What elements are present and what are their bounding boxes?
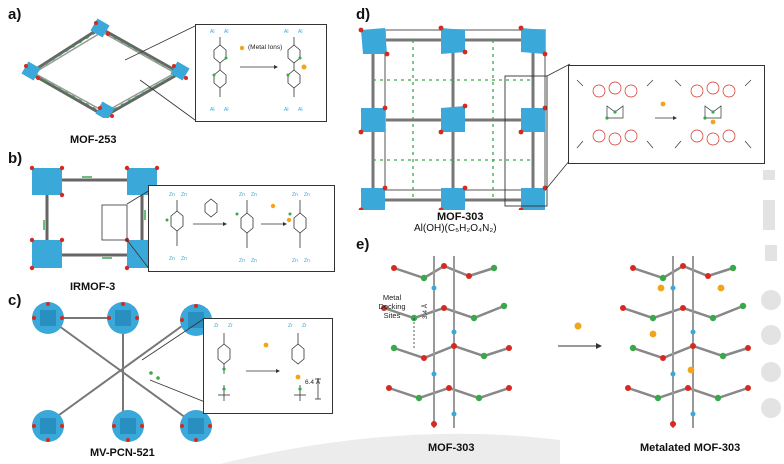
svg-text:Zr: Zr (214, 323, 219, 329)
panel-b-letter: b) (8, 150, 23, 167)
svg-text:Zn: Zn (181, 256, 187, 262)
svg-text:Zr: Zr (302, 323, 307, 329)
mof-253-structure (21, 18, 190, 118)
mof-303-framework (358, 25, 548, 210)
panel-a-caption: MOF-253 (70, 134, 117, 146)
svg-text:Al: Al (298, 107, 302, 113)
panel-c-distance: 6.4 Å (305, 379, 321, 386)
panel-c-inset (203, 318, 333, 414)
svg-text:Zn: Zn (181, 192, 187, 198)
panel-c-letter: c) (8, 292, 22, 309)
metalated-mof-303-chain (620, 256, 751, 428)
mv-pcn-521-structure (32, 302, 212, 442)
panel-d-zoom-lines (546, 63, 571, 189)
panel-a-metal-label: (Metal Ions) (248, 44, 283, 51)
svg-text:Zn: Zn (304, 192, 310, 198)
svg-text:Zr: Zr (228, 323, 233, 329)
svg-text:Al: Al (210, 29, 214, 35)
panel-d-reaction-scheme (576, 79, 752, 149)
panel-e-caption-right: Metalated MOF-303 (640, 442, 741, 454)
svg-text:Zn: Zn (169, 256, 175, 262)
svg-text:Zn: Zn (251, 192, 257, 198)
svg-text:Zn: Zn (304, 258, 310, 264)
svg-text:Zn: Zn (169, 192, 175, 198)
panel-e-letter: e) (356, 236, 370, 253)
svg-text:Al: Al (284, 107, 288, 113)
panel-d-formula: Al(OH)(C₅H₂O₄N₂) (414, 223, 497, 234)
docking-sites-label: Metal Docking Sites (378, 293, 406, 320)
svg-text:Zn: Zn (292, 192, 298, 198)
panel-d-letter: d) (356, 6, 371, 23)
panel-a-zoom-lines (124, 25, 196, 121)
svg-text:Al: Al (284, 29, 288, 35)
metalation-arrow (558, 322, 602, 349)
mof-303-chain (381, 256, 512, 428)
svg-text:Zn: Zn (251, 258, 257, 264)
panel-b-zoom-lines (126, 189, 151, 271)
svg-text:Al: Al (210, 107, 214, 113)
svg-text:Zn: Zn (239, 258, 245, 264)
panel-a-letter: a) (8, 6, 22, 23)
panel-c-caption: MV-PCN-521 (90, 447, 155, 459)
panel-c-zoom-lines (141, 317, 206, 403)
svg-text:Al: Al (298, 29, 302, 35)
panel-d-caption: MOF-303 (437, 211, 484, 223)
svg-text:Al: Al (224, 29, 228, 35)
svg-text:Zr: Zr (288, 323, 293, 329)
panel-c-reaction-scheme: Zr Zr Zr Zr (214, 323, 321, 401)
svg-text:Zn: Zn (292, 258, 298, 264)
panel-e-caption-left: MOF-303 (428, 442, 475, 454)
svg-text:Zn: Zn (239, 192, 245, 198)
panel-e-distance: 3.4 Å (422, 303, 430, 320)
panel-b-caption: IRMOF-3 (70, 281, 116, 293)
panel-d-inset (568, 65, 765, 164)
svg-text:Al: Al (224, 107, 228, 113)
